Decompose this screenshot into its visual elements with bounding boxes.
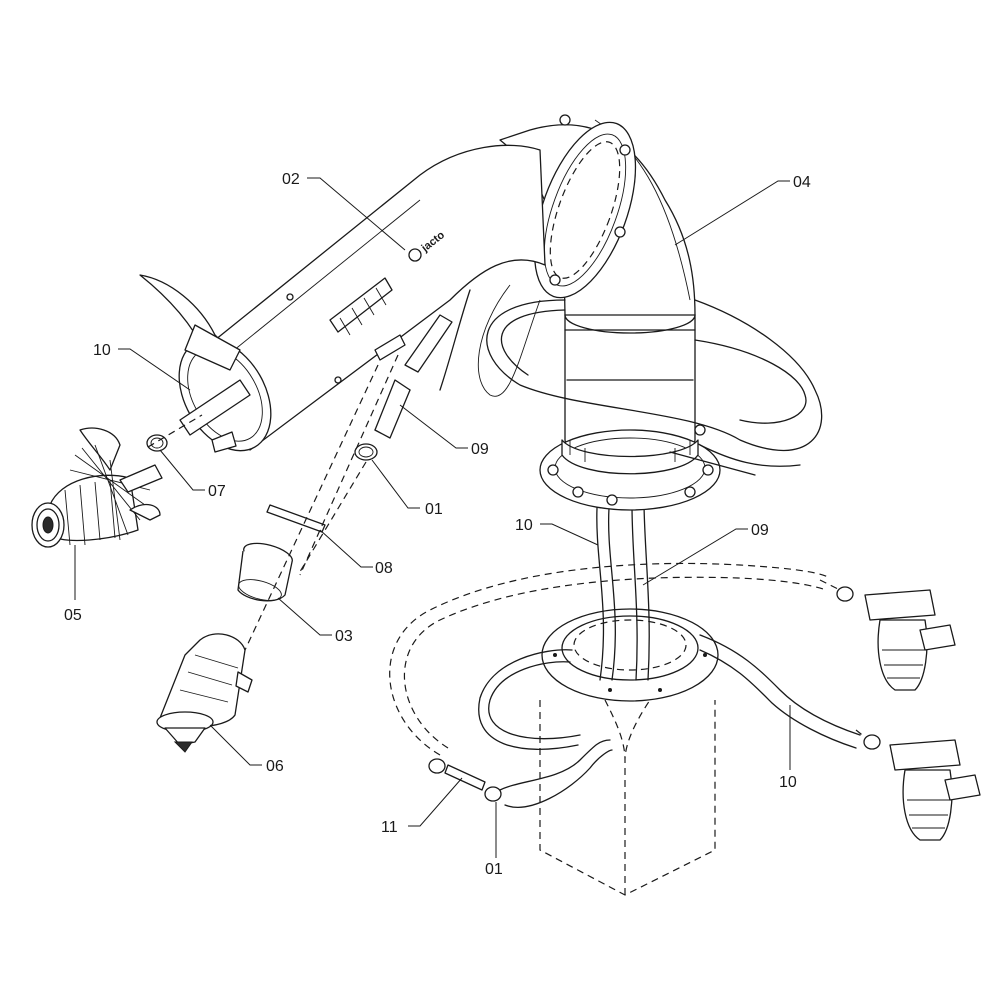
filter-assembly-lower <box>863 734 981 841</box>
wire-guard <box>477 284 823 476</box>
callout-08: 08 <box>375 560 393 577</box>
callout-03: 03 <box>335 628 353 645</box>
callout-01-lower: 01 <box>485 861 503 878</box>
callout-labels: 02 04 10 09 07 01 05 08 03 06 10 09 11 0… <box>64 171 811 878</box>
callout-06: 06 <box>266 758 284 775</box>
barrel-vent-slots <box>329 277 393 336</box>
callout-09-mid: 09 <box>751 522 769 539</box>
hose-10-solid <box>478 634 861 808</box>
hose-09-upper <box>374 379 411 439</box>
callout-11: 11 <box>381 819 398 836</box>
callout-09-upper: 09 <box>471 441 489 458</box>
fitting-11 <box>428 758 502 802</box>
leader-lines <box>74 177 791 858</box>
callout-05: 05 <box>64 607 82 624</box>
vertical-hoses <box>596 504 650 681</box>
callout-07: 07 <box>208 483 226 500</box>
base-flange-bolts <box>547 424 714 506</box>
bushing-03 <box>237 542 293 602</box>
callout-10-mid: 10 <box>515 517 533 534</box>
base-pedestal <box>539 608 719 896</box>
nozzle-assembly-05 <box>31 427 163 548</box>
callout-10-left: 10 <box>93 342 111 359</box>
turret-column <box>539 296 721 511</box>
hose-09-dashed <box>389 562 831 756</box>
elbow-04 <box>499 114 696 316</box>
filter-assembly-upper <box>836 586 956 691</box>
valve-body-06 <box>156 633 253 753</box>
assembly-centerlines <box>147 354 867 739</box>
callout-02: 02 <box>282 171 300 188</box>
callout-10-right: 10 <box>779 774 797 791</box>
callout-04: 04 <box>793 174 811 191</box>
clamp-01-upper <box>354 443 378 461</box>
pin-08 <box>266 504 326 533</box>
callout-01-upper: 01 <box>425 501 443 518</box>
cannon-barrel-02: jacto <box>139 144 546 453</box>
